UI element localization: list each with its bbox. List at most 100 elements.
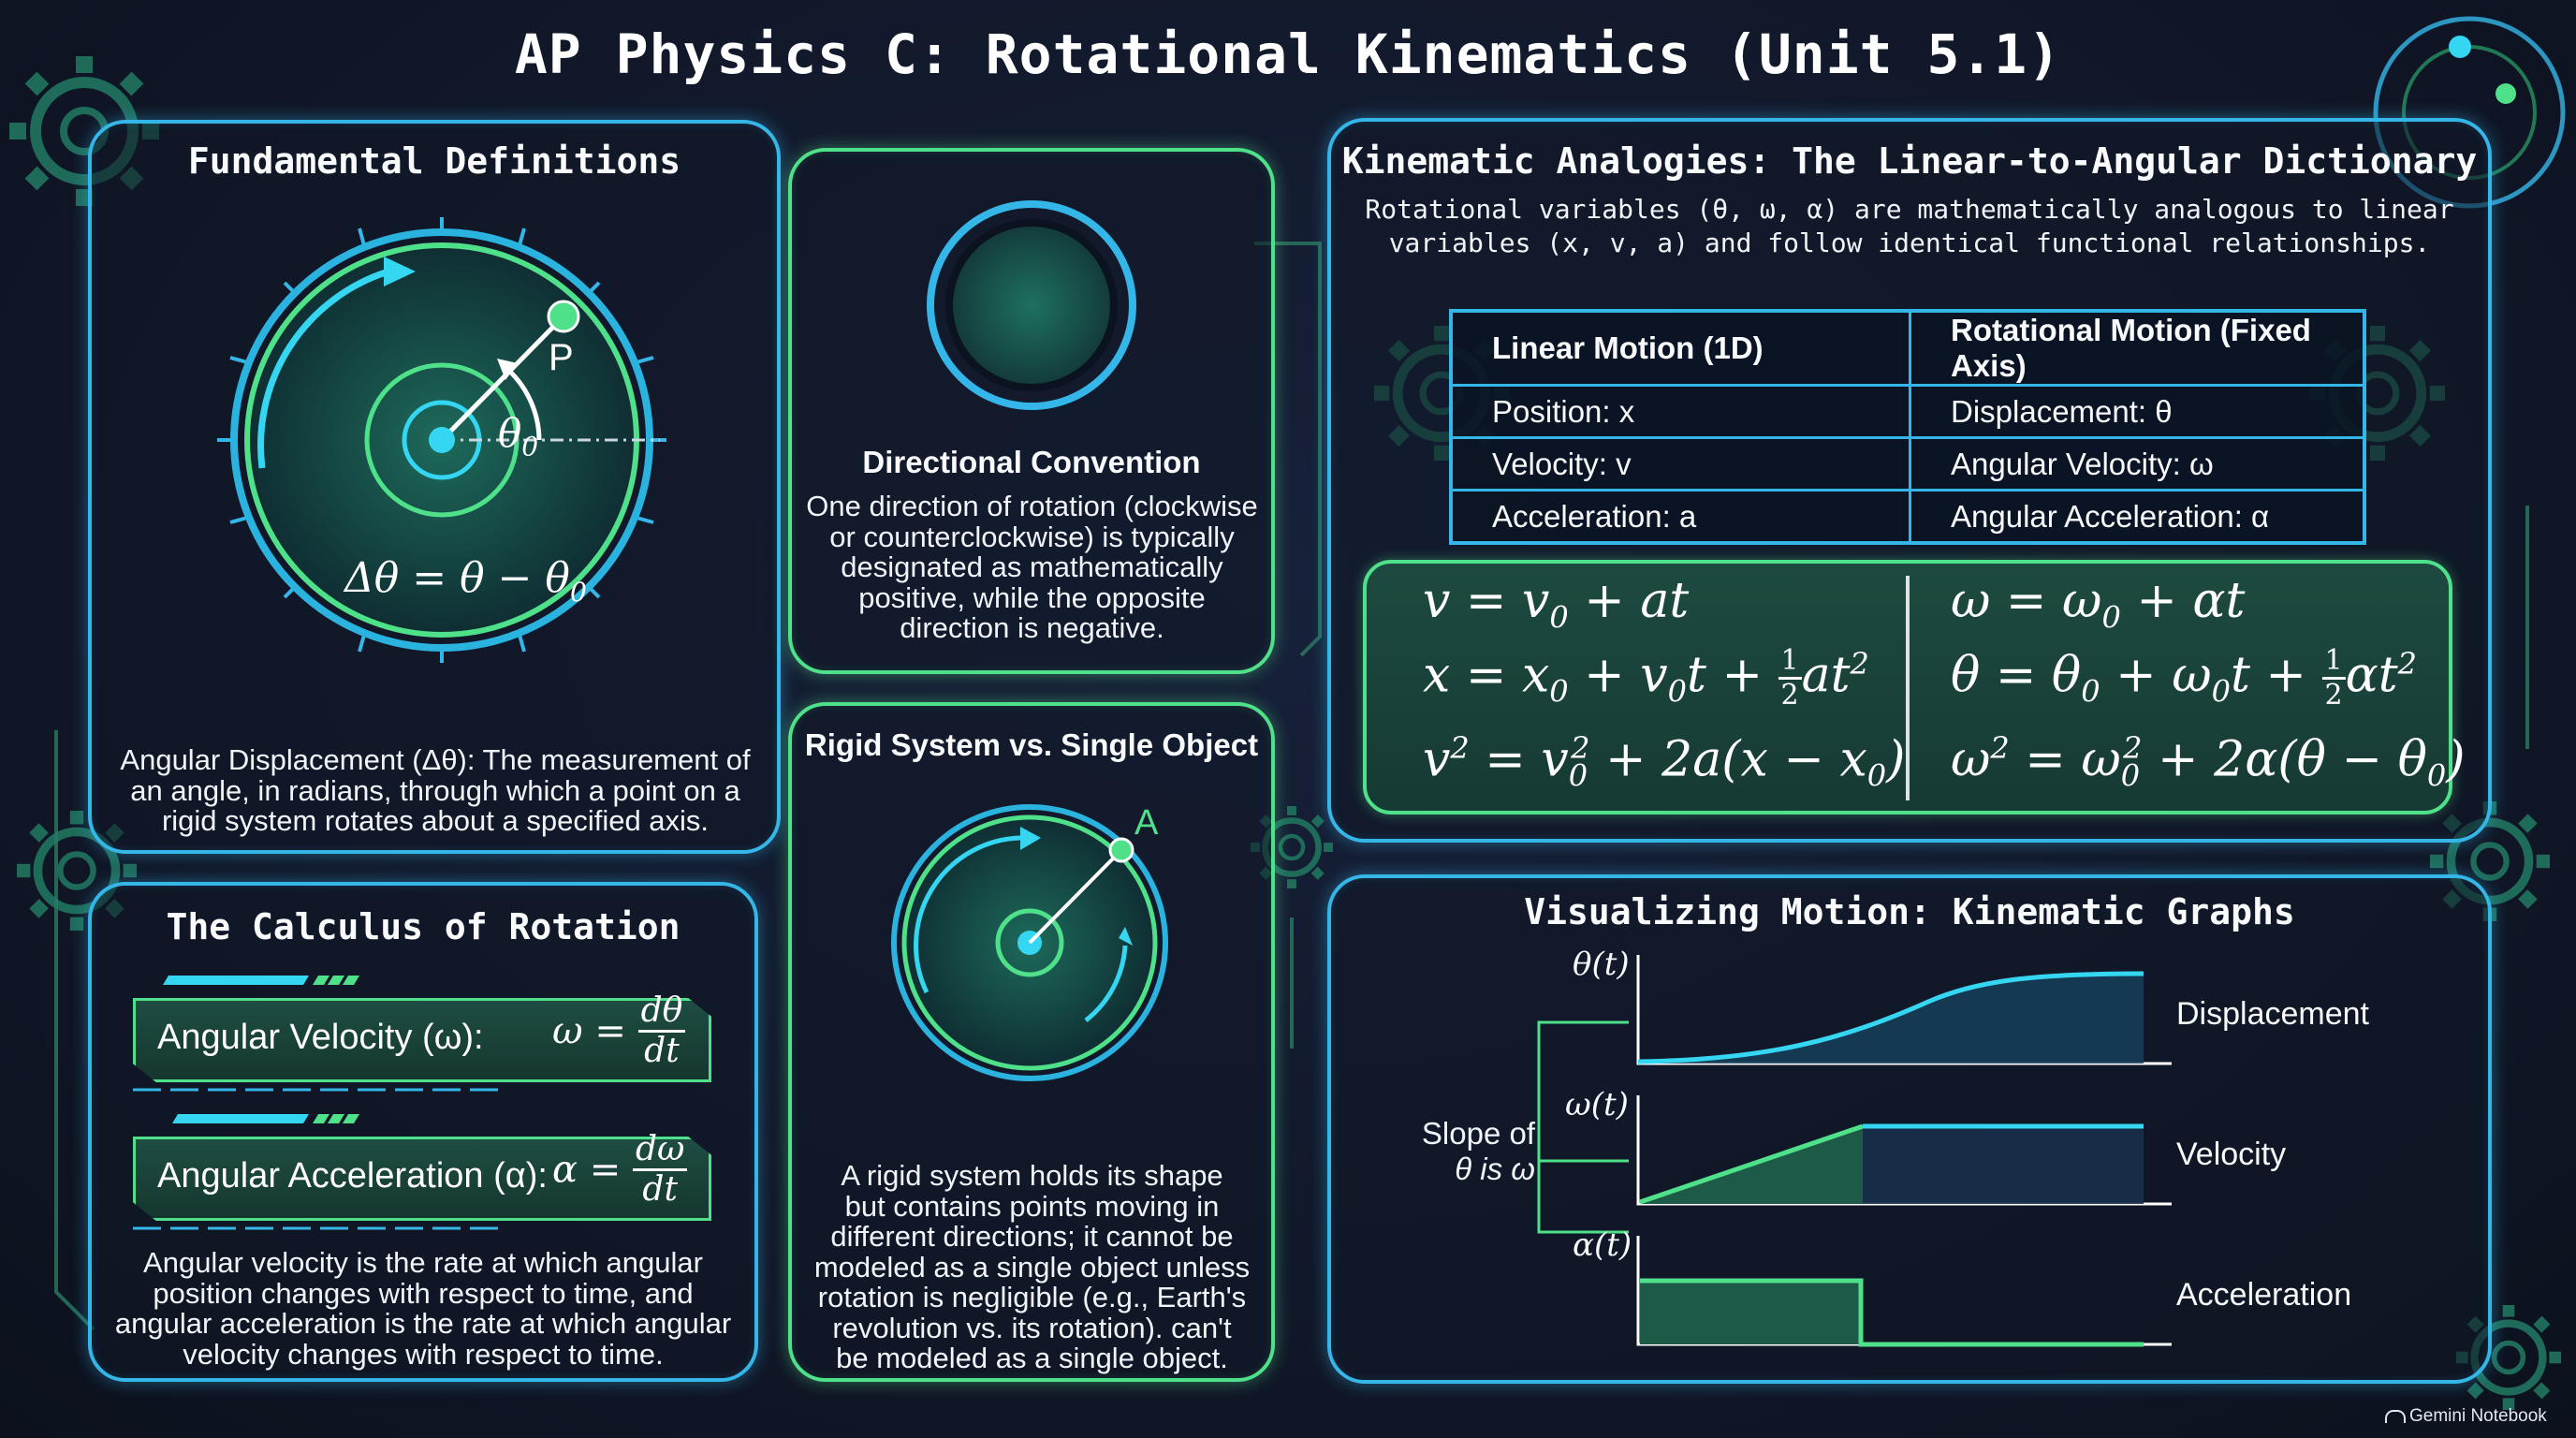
- fundamental-line-3: rigid system rotates about a specified a…: [161, 804, 710, 838]
- velocity-lhs: ω =: [552, 1009, 626, 1053]
- analogies-title: Kinematic Analogies: The Linear-to-Angul…: [1341, 140, 2478, 182]
- analogies-subtitle-line-1: Rotational variables (θ, ω, α) are mathe…: [1365, 194, 2454, 225]
- table-cell: Velocity: v: [1449, 436, 1911, 492]
- fundamental-line-1: Angular Displacement (Δθ): The measureme…: [120, 743, 751, 776]
- theta-arc: [507, 369, 542, 441]
- table-header: Linear Motion (1D): [1449, 309, 1911, 387]
- rigid-line-7: be modeled as a single object.: [836, 1342, 1228, 1375]
- linear-eq-3: v2 = v02 + 2a(x − x0): [1423, 730, 1906, 794]
- angular-acceleration-box: [133, 1137, 711, 1221]
- directional-title: Directional Convention: [862, 445, 1201, 479]
- fundamental-title: Fundamental Definitions: [187, 140, 681, 182]
- acceleration-line: [1640, 1278, 2144, 1347]
- angular-eq-1: ω = ω0 + αt: [1951, 573, 2246, 636]
- calculus-description: Angular velocity is the rate at which an…: [97, 1246, 749, 1371]
- theta-arc-head: [497, 359, 518, 380]
- calculus-line-3: angular acceleration is the rate at whic…: [114, 1307, 732, 1341]
- accel-numerator: dω: [632, 1133, 688, 1171]
- rigid-system-diagram: [891, 804, 1168, 1081]
- displacement-equation-main: Δθ = θ − θ: [344, 554, 570, 602]
- analogy-table: Linear Motion (1D) Rotational Motion (Fi…: [1449, 309, 2366, 545]
- table-cell: Position: x: [1449, 384, 1911, 439]
- directional-diagram: [927, 200, 1136, 410]
- analogies-subtitle-line-2: variables (x, v, a) and follow identical…: [1388, 227, 2431, 259]
- calculus-line-1: Angular velocity is the rate at which an…: [143, 1246, 703, 1279]
- fundamental-description: Angular Displacement (Δθ): The measureme…: [103, 743, 768, 838]
- slope-note-line-1: Slope of: [1421, 1116, 1535, 1151]
- theta-axis-label: θ(t): [1573, 946, 1630, 983]
- directional-line-3: designated as mathematically: [841, 550, 1223, 584]
- directional-line-5: direction is negative.: [900, 611, 1164, 645]
- slope-note-line-2: θ is ω: [1455, 1151, 1535, 1186]
- rigid-line-1: A rigid system holds its shape: [841, 1159, 1223, 1192]
- kinematic-graphs: [1636, 955, 2172, 1347]
- velocity-denominator: dt: [644, 1032, 680, 1070]
- table-cell: Angular Velocity: ω: [1909, 436, 2366, 492]
- table-row: Position: x Displacement: θ: [1449, 384, 2366, 439]
- directional-line-4: positive, while the opposite: [858, 580, 1206, 614]
- arrow-head: [384, 257, 416, 286]
- table-row: Acceleration: a Angular Acceleration: α: [1449, 489, 2366, 545]
- rigid-line-6: revolution vs. its rotation). can't: [832, 1311, 1232, 1344]
- calculus-bar-decor: [133, 976, 505, 1230]
- calculus-line-4: velocity changes with respect to time.: [183, 1337, 664, 1371]
- watermark-text: Gemini Notebook: [2409, 1406, 2547, 1426]
- slope-bracket: [1537, 1020, 1629, 1234]
- table-header-row: Linear Motion (1D) Rotational Motion (Fi…: [1449, 309, 2366, 387]
- graphs-title: Visualizing Motion: Kinematic Graphs: [1524, 891, 2295, 932]
- point-p: [547, 300, 580, 333]
- calculus-panel: [88, 882, 758, 1382]
- table-row: Velocity: v Angular Velocity: ω: [1449, 436, 2366, 492]
- directional-line-2: or counterclockwise) is typically: [829, 520, 1235, 553]
- watermark: Gemini Notebook: [2385, 1406, 2547, 1427]
- slope-note: Slope of θ is ω: [1395, 1116, 1535, 1187]
- theta-zero-label: θ0: [498, 410, 538, 462]
- rigid-line-3: different directions; it cannot be: [830, 1220, 1234, 1254]
- alpha-axis-label: α(t): [1573, 1226, 1632, 1264]
- rigid-line-4: modeled as a single object unless: [813, 1250, 1251, 1284]
- angular-acceleration-label: Angular Acceleration (α):: [157, 1156, 548, 1196]
- displacement-curve: [1637, 971, 2144, 1064]
- velocity-label: Velocity: [2176, 1137, 2287, 1172]
- page-title: AP Physics C: Rotational Kinematics (Uni…: [514, 22, 2062, 86]
- accel-lhs: α =: [552, 1148, 622, 1192]
- point-a-label: A: [1134, 803, 1159, 843]
- rigid-title: Rigid System vs. Single Object: [804, 727, 1259, 762]
- velocity-numerator: dθ: [637, 994, 686, 1033]
- directional-description: One direction of rotation (clockwise or …: [796, 490, 1268, 645]
- velocity-line-ramp: [1639, 1123, 1864, 1205]
- theta-symbol: θ: [498, 410, 522, 456]
- directional-line-1: One direction of rotation (clockwise: [806, 490, 1258, 522]
- linear-eq-1: v = v0 + at: [1423, 573, 1690, 636]
- displacement-equation: Δθ = θ − θ0: [344, 554, 587, 608]
- rigid-description: A rigid system holds its shape but conta…: [796, 1159, 1268, 1375]
- accel-denominator: dt: [642, 1170, 678, 1209]
- angular-velocity-box: [133, 998, 711, 1082]
- analogies-subtitle: Rotational variables (θ, ω, α) are mathe…: [1339, 193, 2481, 261]
- table-cell: Angular Acceleration: α: [1909, 489, 2366, 545]
- acceleration-fill: [1640, 1281, 1861, 1344]
- velocity-plateau-fill: [1863, 1126, 2144, 1204]
- displacement-equation-sub: 0: [569, 576, 587, 608]
- omega-axis-label: ω(t): [1565, 1086, 1629, 1123]
- calculus-title: The Calculus of Rotation: [166, 906, 681, 947]
- rotation-arrow: [257, 268, 390, 469]
- table-header: Rotational Motion (Fixed Axis): [1909, 309, 2366, 387]
- acceleration-label: Acceleration: [2176, 1277, 2352, 1313]
- theta-subscript: 0: [521, 431, 539, 462]
- radius-line: [440, 315, 565, 442]
- rigid-line-2: but contains points moving in: [844, 1189, 1220, 1223]
- table-cell: Displacement: θ: [1909, 384, 2366, 439]
- outer-ring: [230, 228, 653, 652]
- angular-displacement-diagram: [217, 217, 666, 663]
- axis-center-point: [429, 427, 455, 453]
- notebook-icon: [2385, 1409, 2406, 1423]
- rigid-line-5: rotation is negligible (e.g., Earth's: [817, 1281, 1247, 1314]
- displacement-label: Displacement: [2176, 996, 2369, 1032]
- point-p-label: P: [549, 337, 574, 378]
- angular-velocity-label: Angular Velocity (ω):: [157, 1018, 484, 1057]
- calculus-line-2: position changes with respect to time, a…: [153, 1276, 694, 1310]
